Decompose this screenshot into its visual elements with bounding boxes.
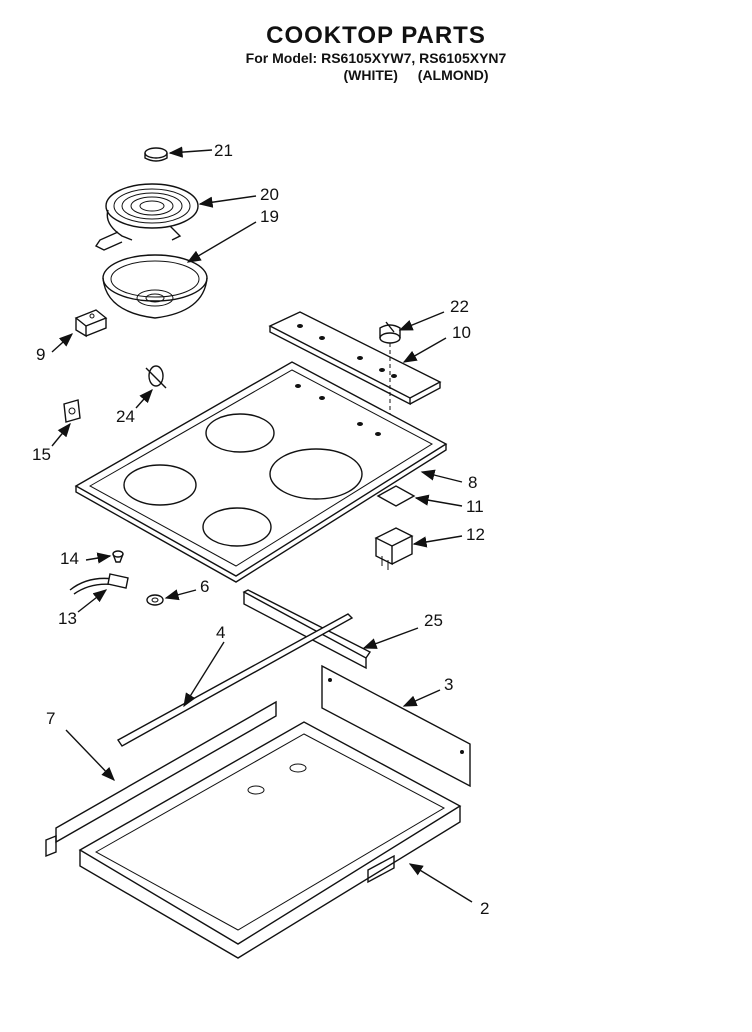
- diagram-title: COOKTOP PARTS: [266, 22, 486, 49]
- callout-21: 21: [214, 141, 233, 160]
- part-25-rear-bracket: [242, 589, 372, 670]
- callout-19: 19: [260, 207, 279, 226]
- part-4-front-trim: [116, 613, 354, 747]
- callout-11: 11: [466, 497, 484, 516]
- model-line: For Model: RS6105XYW7, RS6105XYN7: [245, 50, 507, 66]
- callout-6: 6: [200, 577, 209, 596]
- callout-8: 8: [468, 473, 477, 492]
- callout-2: 2: [480, 899, 489, 918]
- part-15-switch: [63, 399, 81, 423]
- callout-3: 3: [444, 675, 453, 694]
- callout-14: 14: [60, 549, 79, 568]
- callout-22: 22: [450, 297, 469, 316]
- part-14-plug: [112, 550, 124, 563]
- part-11-bracket: [376, 485, 416, 507]
- part-21-cap: [144, 147, 168, 162]
- part-2-base-pan: [78, 721, 462, 959]
- part-22-knob: [379, 321, 401, 344]
- callout-15: 15: [32, 445, 51, 464]
- diagram-header: COOKTOP PARTS For Model: RS6105XYW7, RS6…: [0, 22, 752, 83]
- leader-lines: [51, 146, 473, 903]
- part-9-terminal-block: [74, 309, 108, 338]
- variant-labels: (WHITE) (ALMOND): [0, 67, 752, 83]
- part-19-drip-bowl: [102, 254, 208, 319]
- callout-10: 10: [452, 323, 471, 342]
- part-13-wire-harness: [69, 573, 129, 595]
- callout-24: 24: [116, 407, 135, 426]
- part-8-cooktop: [74, 361, 448, 583]
- part-10-control-panel: [268, 311, 442, 406]
- callout-13: 13: [58, 609, 77, 628]
- variant-almond: (ALMOND): [417, 67, 489, 83]
- callout-9: 9: [36, 345, 45, 364]
- part-12-switch-housing: [374, 527, 414, 570]
- callout-25: 25: [424, 611, 443, 630]
- variant-white: (WHITE): [343, 67, 398, 83]
- callout-12: 12: [466, 525, 485, 544]
- callout-7: 7: [46, 709, 55, 728]
- part-20-surface-element: [94, 183, 199, 251]
- part-3-back-panel: [321, 664, 471, 788]
- callout-4: 4: [216, 623, 225, 642]
- part-24-clip: [145, 365, 167, 389]
- callout-20: 20: [260, 185, 279, 204]
- callout-numbers: 21 20 19 9 22 10 24 15 8 11 12 14 13 6 4…: [32, 141, 489, 918]
- part-7-side-rail: [45, 700, 277, 858]
- part-6-grommet: [146, 594, 164, 606]
